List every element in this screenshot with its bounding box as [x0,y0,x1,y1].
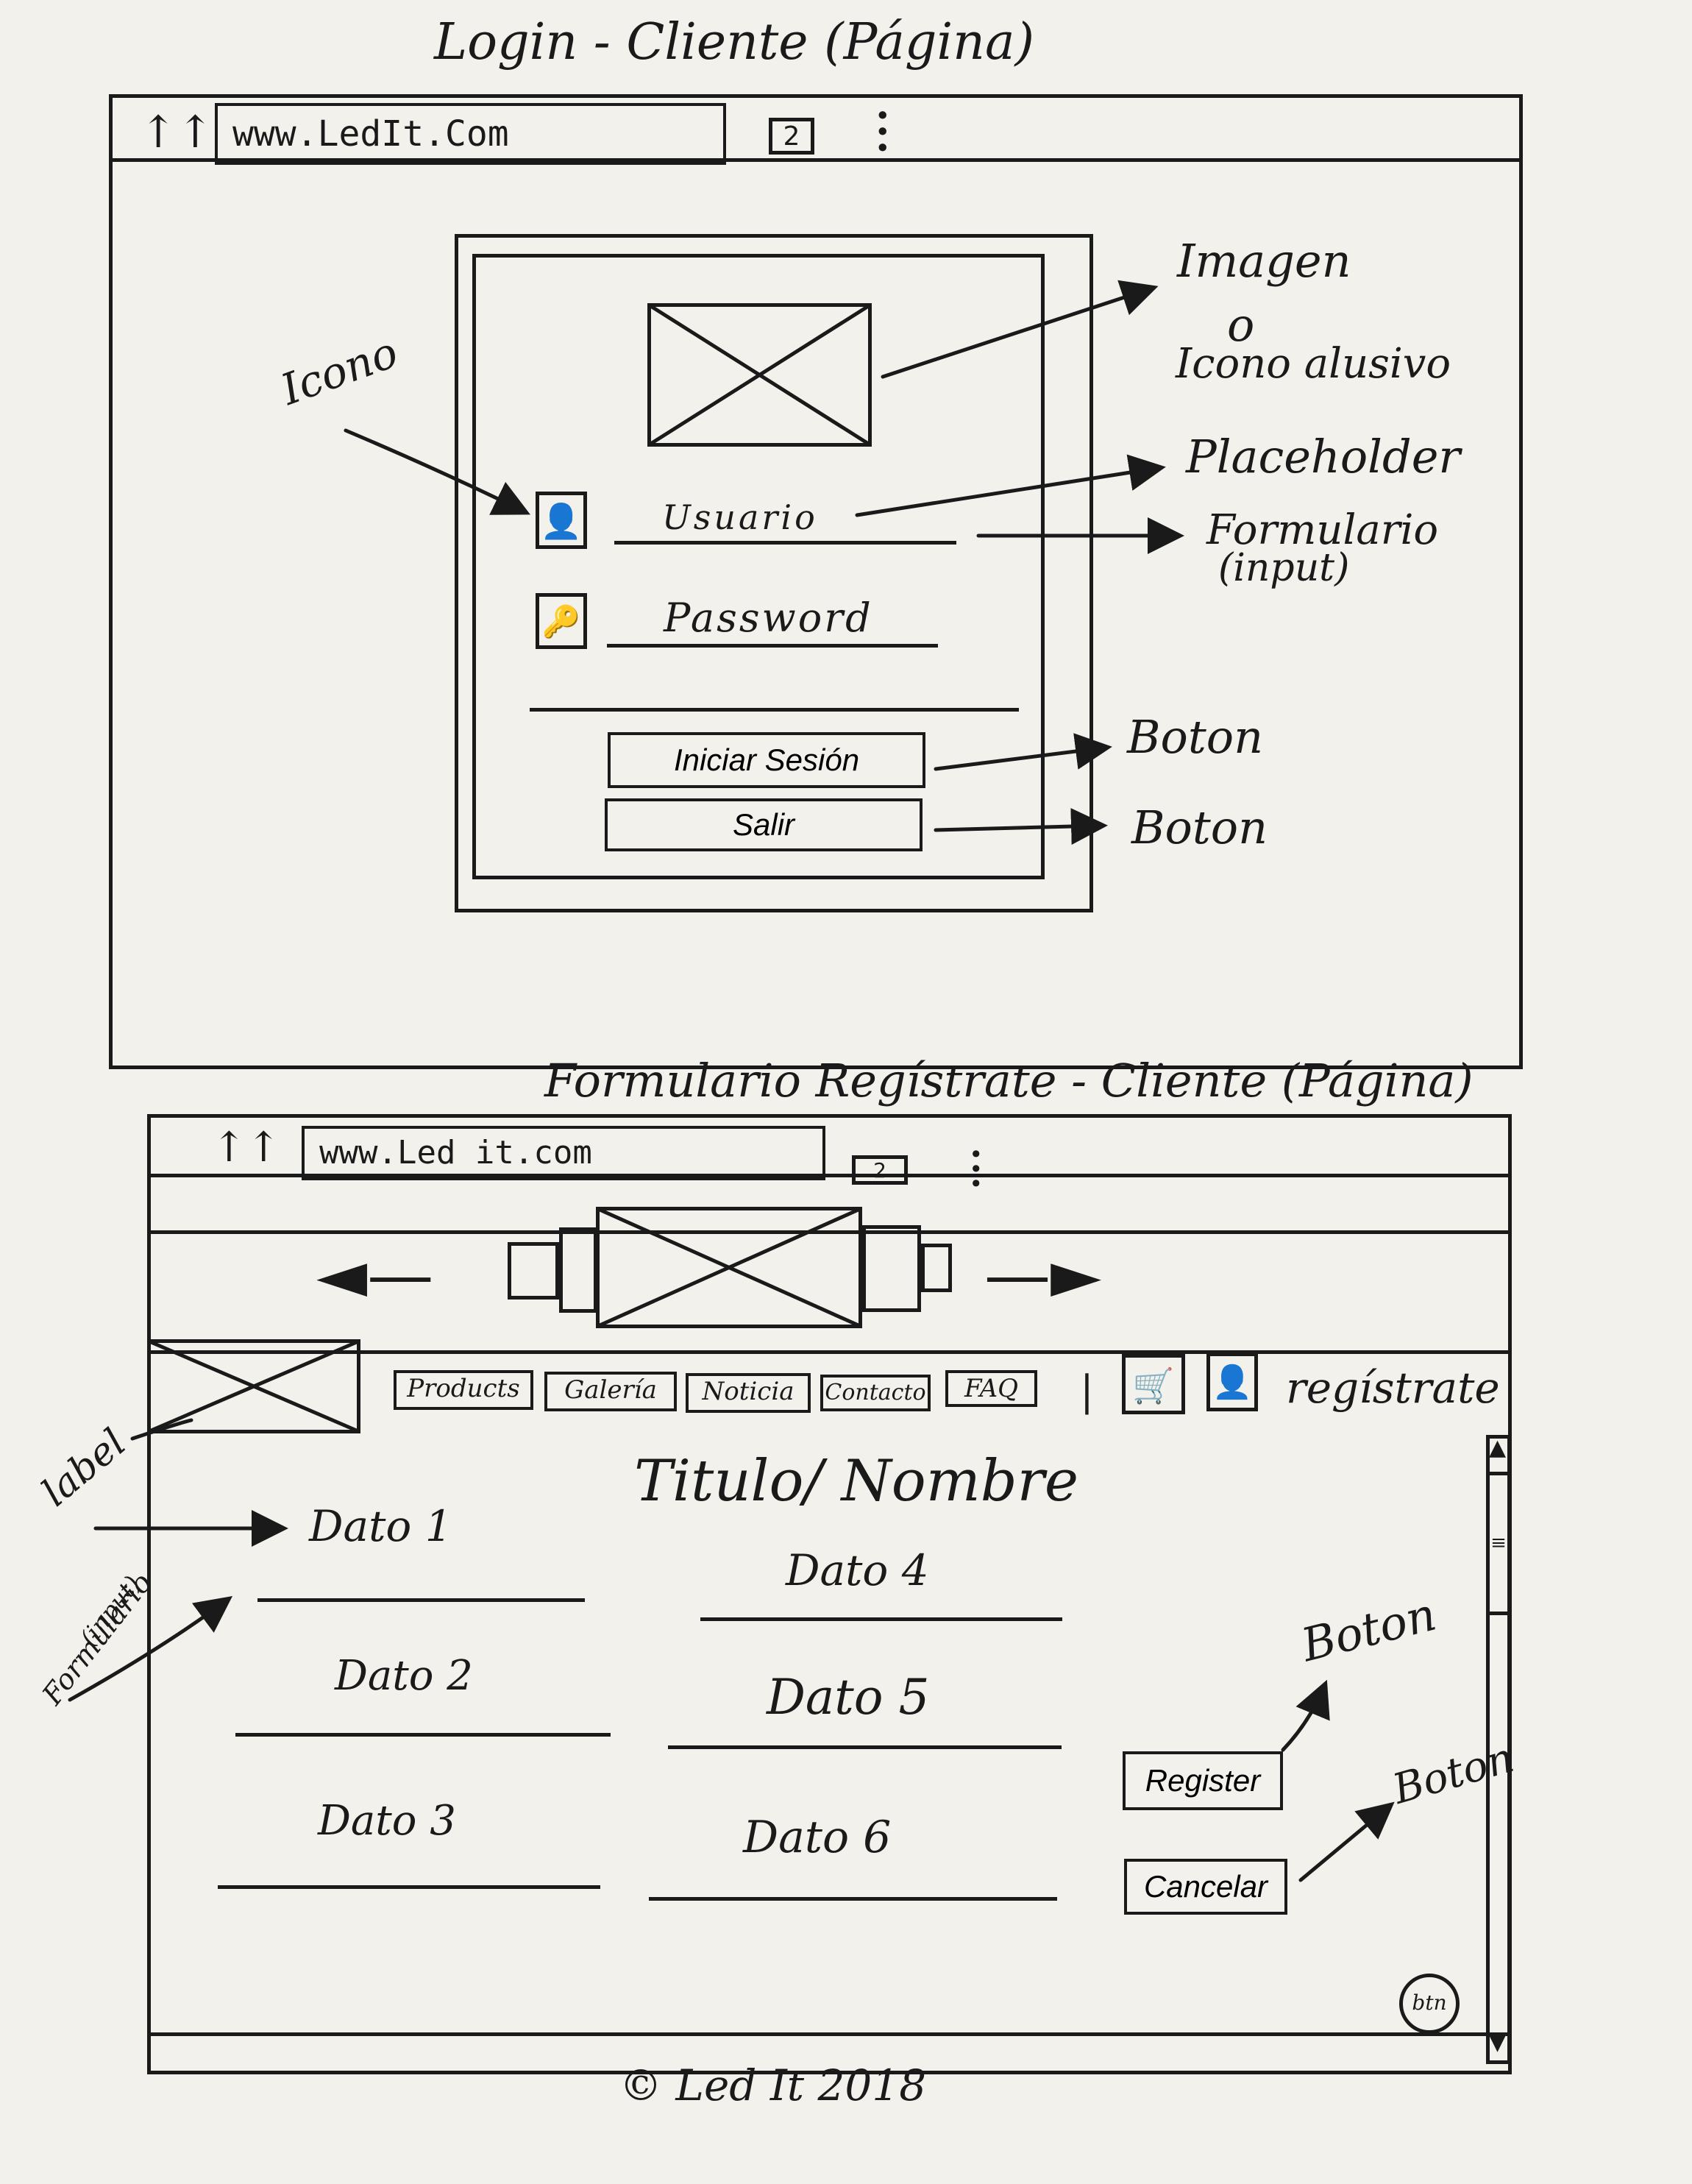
logo-image-placeholder [147,1339,360,1433]
user-input[interactable]: Usuario [662,497,818,537]
floating-button[interactable]: btn [1399,1974,1460,2034]
field-input-dato-6[interactable] [649,1897,1057,1901]
login-url-bar[interactable]: www.LedIt.Com [215,103,726,165]
password-input[interactable]: Password [664,595,873,641]
login-image-cross-b [647,303,872,447]
field-input-dato-4[interactable] [700,1617,1062,1621]
scrollbar-track[interactable] [1486,1435,1511,2064]
nav-link-contacto[interactable]: Contacto [820,1375,931,1411]
carousel-side-right-2 [921,1244,952,1292]
nav-link-faq[interactable]: FAQ [945,1370,1037,1407]
login-separator [530,708,1019,712]
login-sketch-title: Login - Cliente (Página) [434,13,1035,71]
annotation-button2: Boton [1131,801,1268,854]
register-sketch-title: Formulario Regístrate - Cliente (Página) [544,1054,1474,1107]
arrow-button2-annotation [934,808,1108,845]
field-input-dato-5[interactable] [668,1745,1062,1749]
nav-link-products[interactable]: Products [394,1370,533,1410]
nav-link-noticia[interactable]: Noticia [686,1373,811,1413]
login-tabs-button[interactable]: 2 [769,118,814,155]
field-label-dato-2: Dato 2 [335,1652,473,1700]
register-button[interactable]: Register [1123,1751,1283,1810]
password-input-underline [607,644,938,648]
arrow-button2-s2 [1298,1801,1395,1882]
carousel-bottom-divider [147,1230,1512,1234]
login-image-placeholder [647,303,872,447]
register-url-bar[interactable]: www.Led it.com [302,1126,825,1180]
annotation-image-alt: Icono alusivo [1176,340,1451,388]
field-label-dato-5: Dato 5 [767,1669,930,1726]
nav-link-galeria[interactable]: Galería [544,1372,677,1411]
password-icon: 🔑 [536,593,587,649]
annotation-placeholder: Placeholder [1186,430,1461,483]
footer-divider [147,2032,1512,2036]
carousel-cross-b [596,1207,862,1328]
field-label-dato-3: Dato 3 [318,1797,456,1845]
nav-register-link[interactable]: regístrate [1286,1363,1500,1413]
arrow-icon-annotation [344,428,530,515]
carousel-side-left [508,1242,559,1300]
arrow-image-annotation [881,280,1159,379]
field-label-dato-6: Dato 6 [743,1812,892,1863]
logo-cross-b [147,1339,360,1433]
field-input-dato-3[interactable] [218,1885,600,1889]
register-browser-toolbar-divider [147,1174,1512,1177]
user-profile-icon[interactable]: 👤 [1206,1352,1258,1411]
nav-bottom-divider [147,1350,1512,1354]
exit-button[interactable]: Salir [605,798,923,851]
scrollbar-up-icon[interactable]: ▲ [1489,1435,1507,1461]
annotation-button1: Boton [1127,710,1264,764]
login-browser-window [109,94,1523,1069]
arrow-placeholder-annotation [855,454,1166,517]
annotation-image: Imagen [1177,234,1351,288]
annotation-form-line2: (input) [1218,546,1350,590]
user-input-underline [614,541,956,545]
content-heading: Titulo/ Nombre [634,1448,1079,1514]
user-icon: 👤 [536,492,587,549]
field-input-dato-1[interactable] [257,1598,585,1602]
login-browser-toolbar-divider [109,158,1523,162]
cart-icon[interactable]: 🛒 [1122,1354,1185,1414]
annotation-image-or: o [1227,298,1255,352]
carousel-prev-arrow-icon[interactable]: ◄— [316,1236,434,1313]
field-input-dato-2[interactable] [235,1733,611,1737]
login-up-arrow-icon[interactable]: ↑↑ [140,107,214,158]
arrow-label-annotation [130,1418,193,1441]
login-card-outer [455,234,1093,912]
footer-copyright: © Led It 2018 [619,2060,927,2110]
cancel-button[interactable]: Cancelar [1124,1859,1287,1915]
carousel-image-placeholder [596,1207,862,1328]
carousel-side-left-2 [559,1227,597,1313]
register-up-arrow-icon[interactable]: ↑↑ [212,1124,281,1171]
nav-divider: | [1080,1367,1094,1415]
login-button[interactable]: Iniciar Sesión [608,732,925,788]
carousel-next-arrow-icon[interactable]: —► [984,1236,1102,1313]
field-label-dato-4: Dato 4 [786,1545,929,1595]
arrow-button1-annotation [934,733,1112,771]
login-card-inner [472,254,1045,879]
arrow-button1-s2 [1281,1679,1330,1752]
field-label-dato-1: Dato 1 [309,1501,452,1551]
arrow-form-to-field [68,1596,233,1702]
annotation-form-line1: Formulario [1206,506,1439,554]
carousel-side-right [862,1225,921,1312]
scrollbar-thumb[interactable]: ≡ [1486,1472,1511,1615]
register-tabs-button[interactable]: 2 [852,1155,908,1185]
